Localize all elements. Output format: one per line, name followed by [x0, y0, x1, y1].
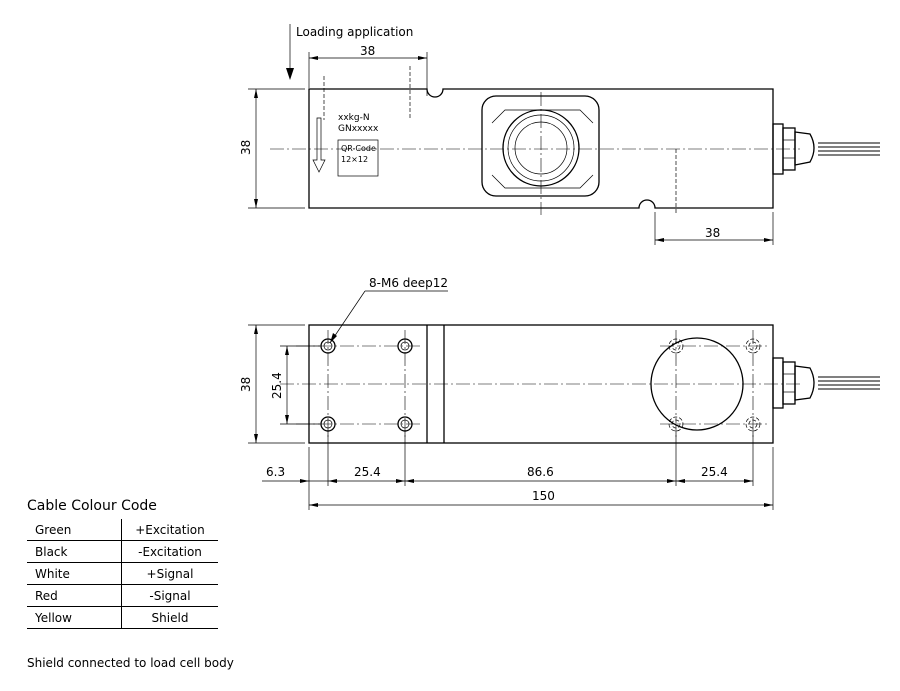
table-row: White +Signal — [27, 562, 218, 585]
signal-cell: -Signal — [121, 584, 218, 607]
loading-arrow-icon — [286, 68, 294, 80]
signal-cell: -Excitation — [121, 540, 218, 563]
cable-colour-table: Green +Excitation Black -Excitation Whit… — [27, 519, 218, 629]
cable-colour-code-title: Cable Colour Code — [27, 498, 157, 514]
side-view: 8-M6 deep12 38 — [239, 276, 880, 510]
table-row: Black -Excitation — [27, 540, 218, 563]
qr-line2: 12×12 — [341, 155, 368, 164]
signal-cell: +Excitation — [121, 519, 218, 541]
label-line2: GNxxxxx — [338, 124, 379, 134]
dim-side-inner-25-4: 25.4 — [270, 372, 284, 399]
dim-height-38: 38 — [239, 140, 253, 155]
dim-total-150: 150 — [532, 489, 555, 503]
loading-label: Loading application — [296, 25, 413, 39]
dim-6-3: 6.3 — [266, 465, 285, 479]
colour-cell: Black — [27, 540, 122, 563]
table-row: Red -Signal — [27, 584, 218, 607]
dim-25-4-left: 25.4 — [354, 465, 381, 479]
thread-label: 8-M6 deep12 — [369, 276, 448, 290]
qr-line1: QR-Code — [341, 144, 376, 153]
shield-note: Shield connected to load cell body — [27, 656, 234, 670]
colour-cell: Yellow — [27, 606, 122, 629]
colour-cell: Red — [27, 584, 122, 607]
signal-cell: Shield — [121, 606, 218, 629]
table-row: Yellow Shield — [27, 606, 218, 629]
top-view: Loading application 38 38 xxkg-N GNxxxxx… — [239, 24, 880, 245]
dim-86-6: 86.6 — [527, 465, 554, 479]
signal-cell: +Signal — [121, 562, 218, 585]
dim-25-4-right: 25.4 — [701, 465, 728, 479]
dim-top-38: 38 — [360, 44, 375, 58]
table-row: Green +Excitation — [27, 519, 218, 541]
dim-right-38: 38 — [705, 226, 720, 240]
dim-side-height-38: 38 — [239, 377, 253, 392]
colour-cell: White — [27, 562, 122, 585]
label-line1: xxkg-N — [338, 113, 370, 123]
down-arrow-icon — [312, 117, 326, 173]
colour-cell: Green — [27, 519, 122, 541]
